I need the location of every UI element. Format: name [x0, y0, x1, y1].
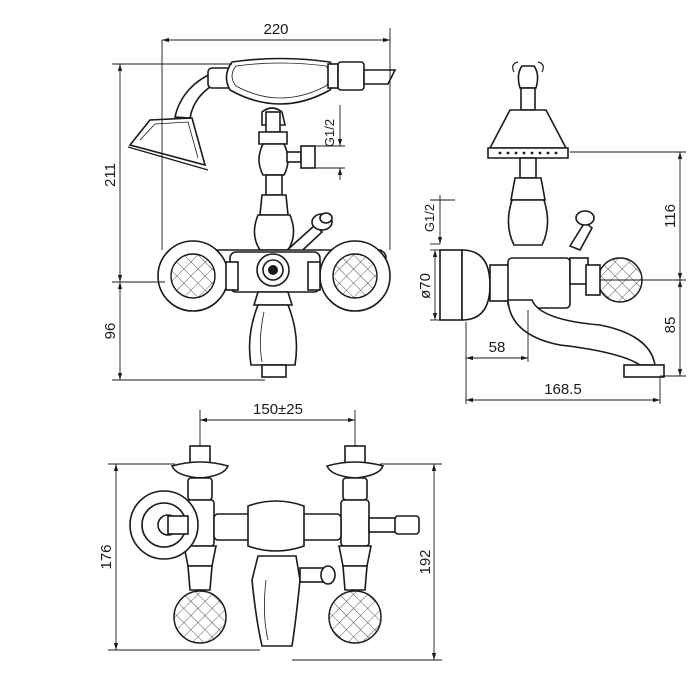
dim-side-g12: G1/2: [422, 204, 437, 232]
front-body: [157, 240, 391, 312]
dim-85: 85: [662, 317, 679, 334]
dim-168-5: 168.5: [544, 381, 582, 398]
front-spout: [248, 291, 298, 378]
side-spout: [507, 299, 665, 378]
side-column: [507, 157, 595, 252]
dim-192: 192: [417, 549, 434, 574]
dim-176: 176: [98, 544, 115, 569]
dim-116: 116: [662, 204, 679, 228]
front-handshower-head: [127, 71, 224, 171]
dim-58: 58: [489, 339, 506, 356]
dim-diameter-70: ø70: [417, 273, 434, 299]
dim-211: 211: [102, 163, 119, 187]
side-handshower: [487, 61, 569, 159]
top-view: 150±25 176 192: [98, 401, 442, 661]
top-spout: [251, 555, 336, 647]
dim-150-25: 150±25: [253, 401, 303, 418]
front-handset: [207, 57, 397, 105]
dim-220: 220: [263, 21, 288, 38]
side-body: [439, 249, 643, 321]
dim-96: 96: [102, 323, 119, 340]
front-view: 220 211 96 G1/2: [102, 21, 397, 381]
top-escutcheon: [129, 490, 199, 560]
top-body: [213, 500, 420, 552]
top-right-valve: [325, 445, 385, 644]
top-dimensions: 150±25 176 192: [98, 401, 442, 661]
side-view: ø70 G1/2 116 85 58 168.5: [417, 61, 686, 404]
front-dimensions: 220 211 96 G1/2: [102, 21, 391, 381]
front-center-column: [253, 107, 333, 262]
side-dimensions: ø70 G1/2 116 85 58 168.5: [417, 151, 686, 404]
dim-front-g12: G1/2: [322, 119, 337, 147]
